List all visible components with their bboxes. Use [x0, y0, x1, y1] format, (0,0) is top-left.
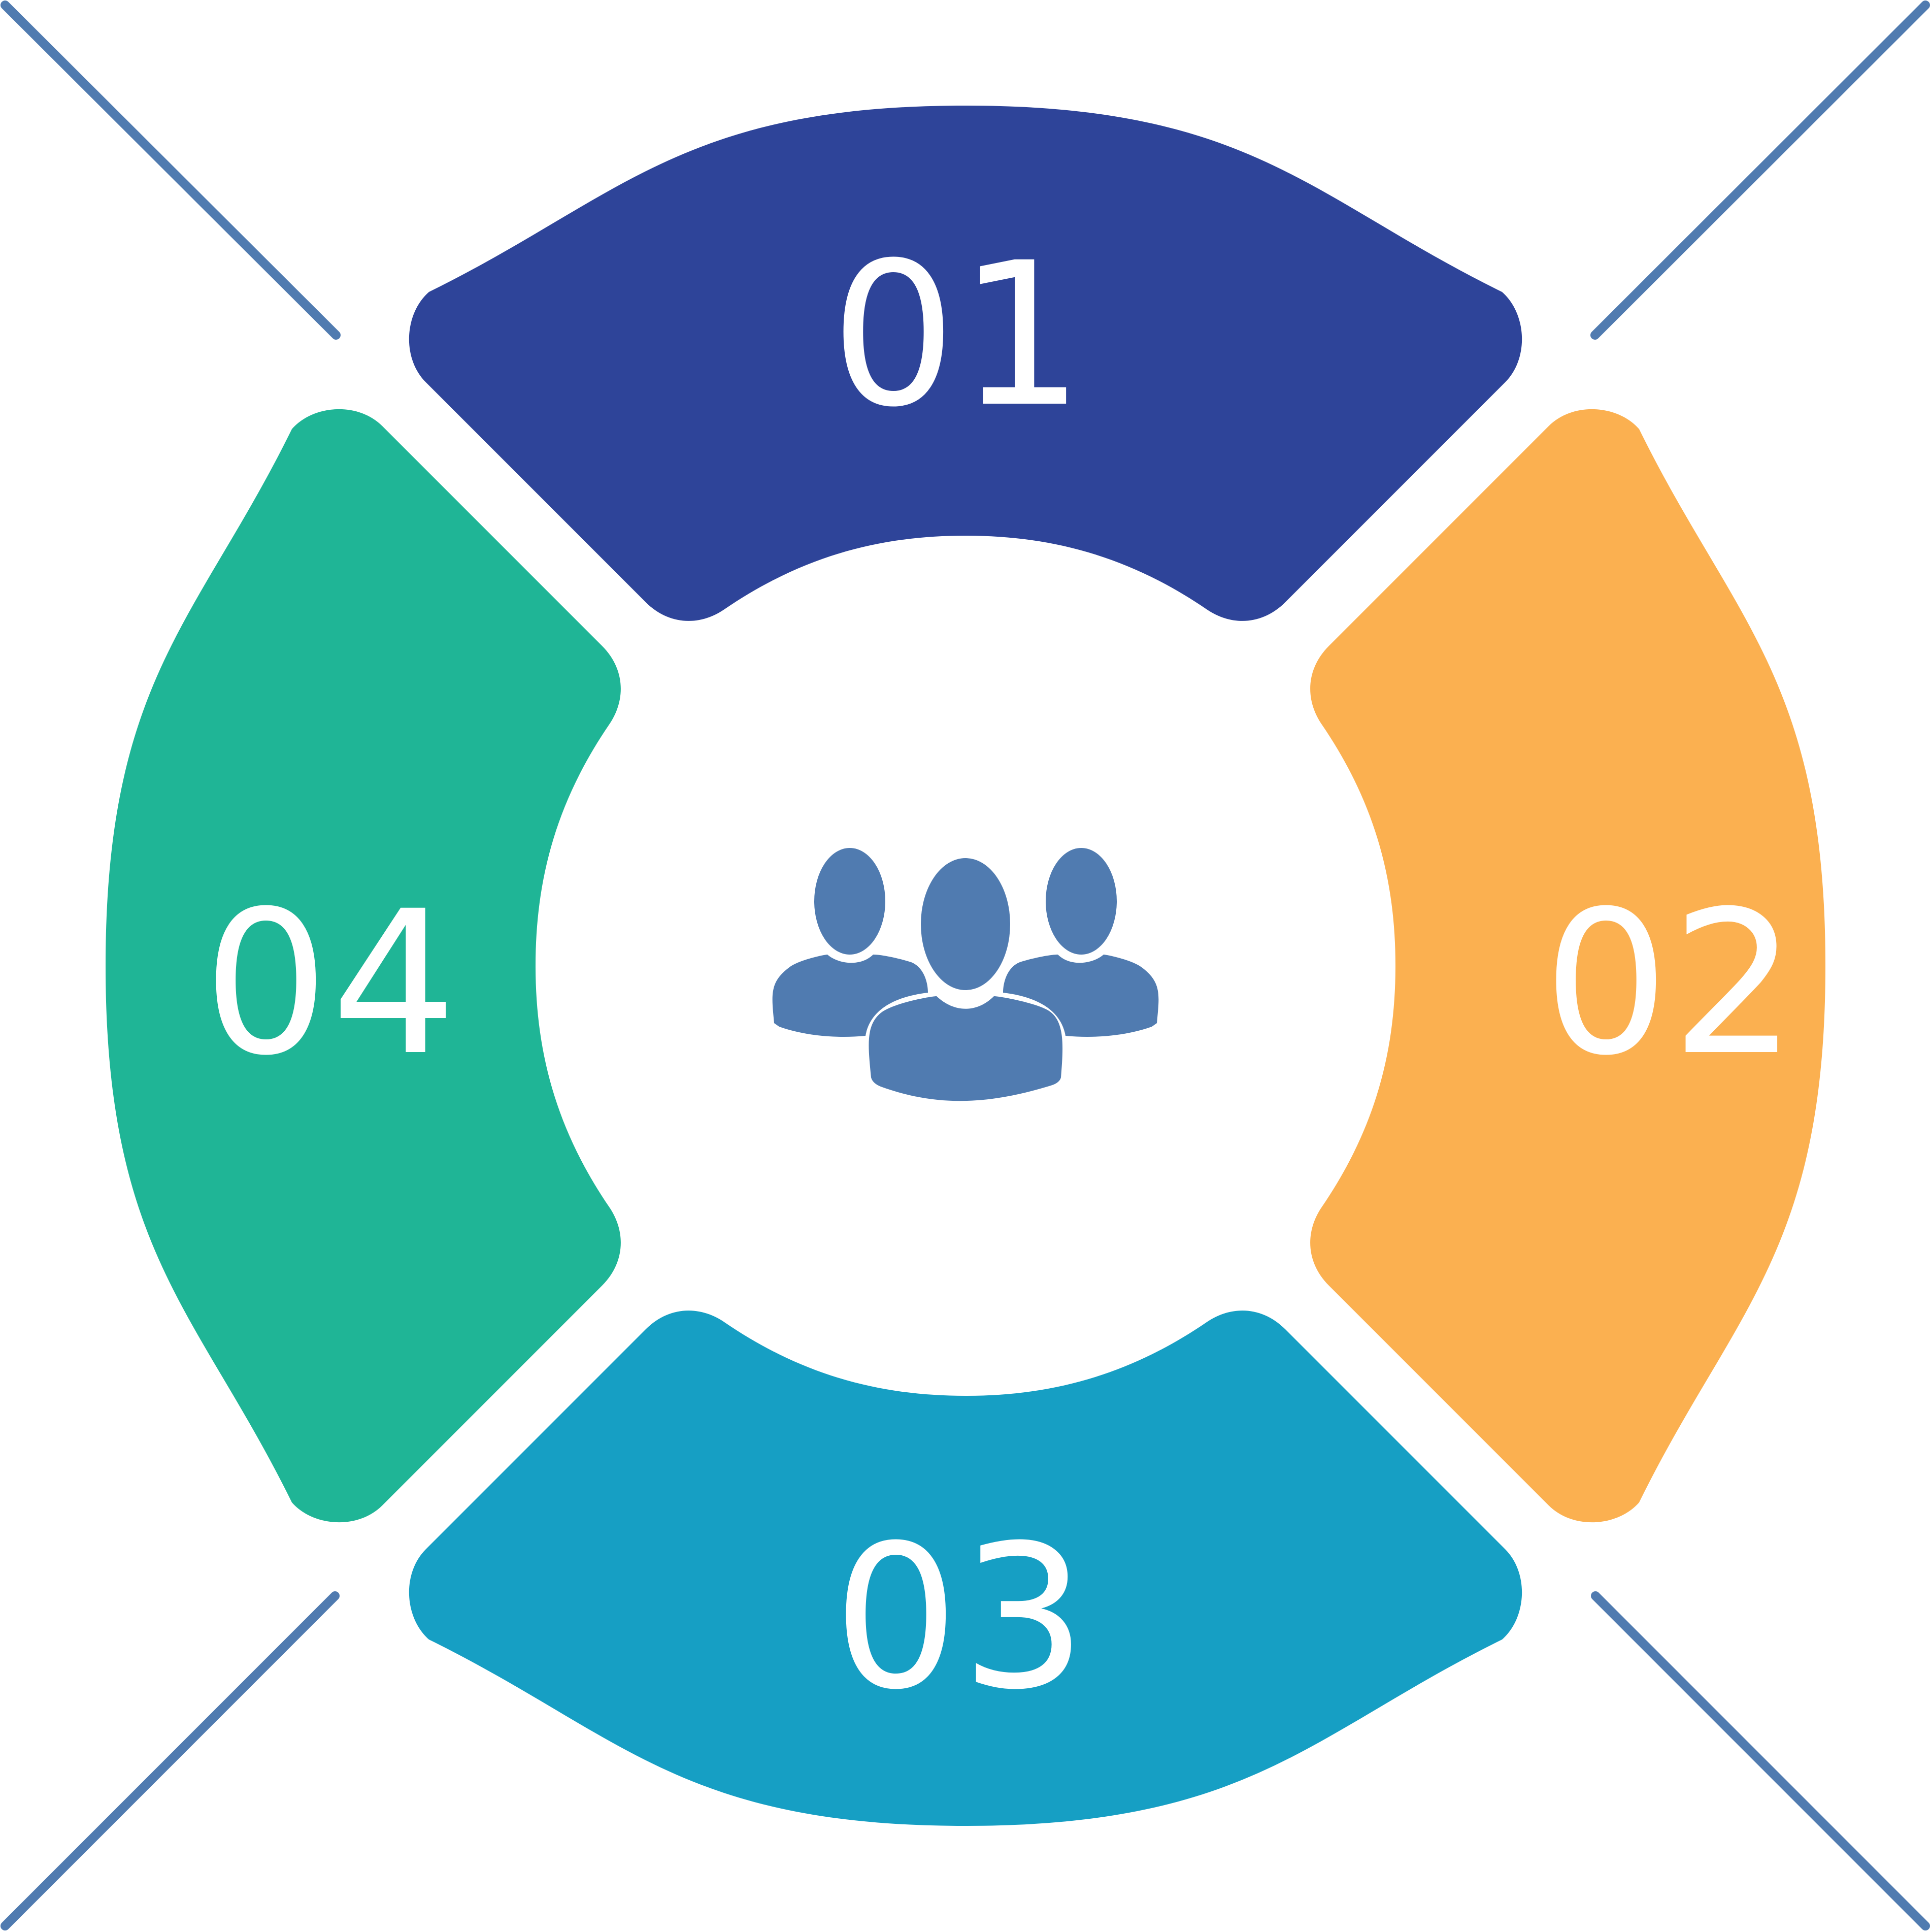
- segment-03-label: 03: [833, 1502, 1089, 1733]
- segment-02-label: 02: [1543, 868, 1799, 1099]
- segment-03-bottom: [409, 1311, 1522, 1826]
- diagonal-line-top-left: [1, 1, 341, 340]
- segment-01-top: [409, 106, 1522, 621]
- segment-04-left: [106, 409, 621, 1523]
- diagonal-line-bottom-right: [1591, 1591, 1930, 1930]
- segment-01-label: 01: [830, 220, 1086, 450]
- people-group-icon: [772, 848, 1159, 1101]
- segment-04-label: 04: [203, 868, 459, 1099]
- diagonal-line-top-right: [1590, 1, 1930, 340]
- diagonal-line-bottom-left: [1, 1591, 340, 1930]
- segment-02-right: [1310, 409, 1825, 1523]
